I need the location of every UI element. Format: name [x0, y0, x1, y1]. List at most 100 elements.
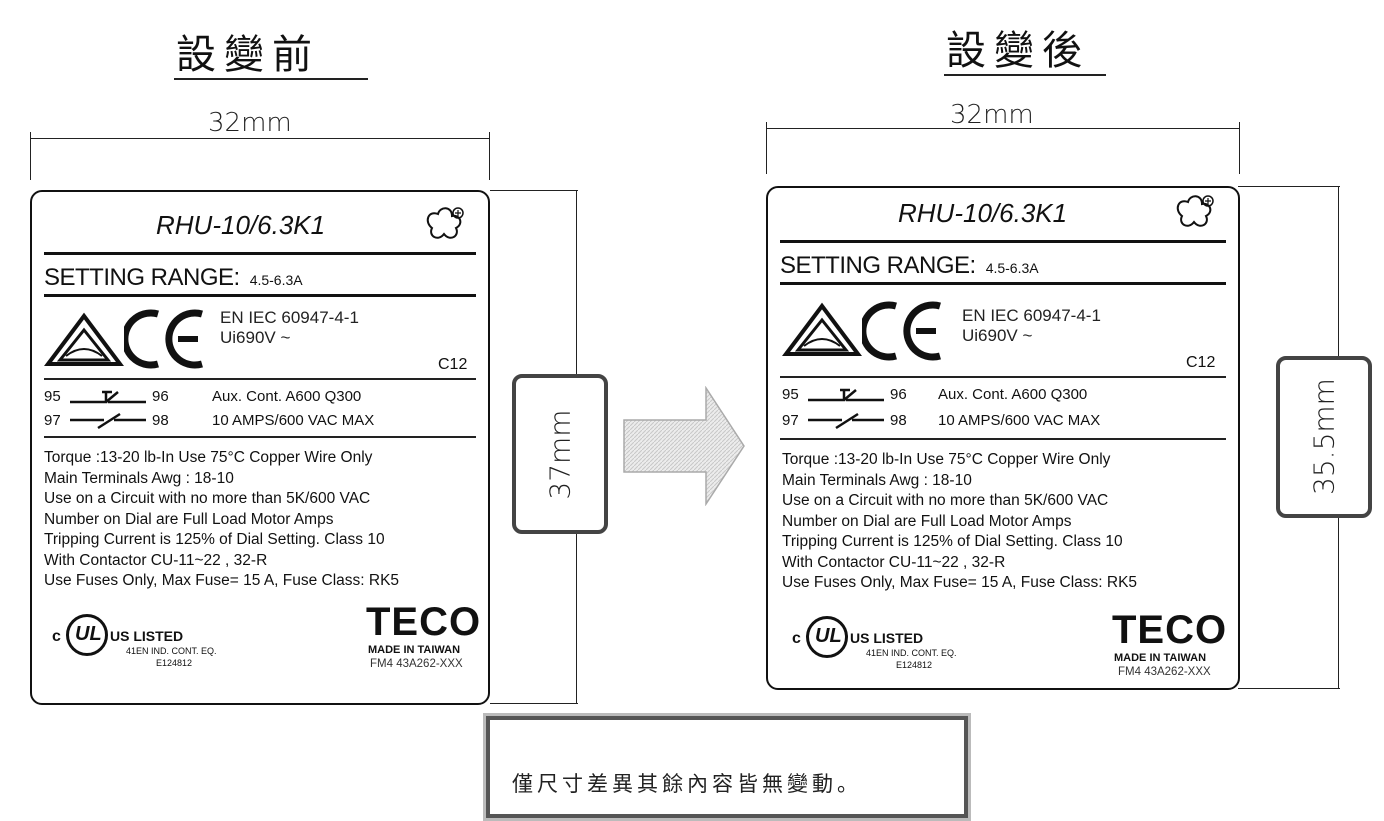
- info-line: Torque :13-20 lb-In Use 75°C Copper Wire…: [782, 451, 1111, 468]
- standard-line2: Ui690V ~: [962, 326, 1033, 345]
- info-line: Tripping Current is 125% of Dial Setting…: [782, 533, 1123, 550]
- no-contact-icon: [808, 412, 884, 430]
- aux-rating: Aux. Cont. A600 Q300: [212, 388, 362, 405]
- brand-logo: TECO: [366, 600, 482, 644]
- setting-range: SETTING RANGE: 4.5-6.3A: [44, 264, 303, 292]
- info-line: Main Terminals Awg : 18-10: [782, 471, 972, 489]
- arrow-right-icon: [623, 386, 745, 506]
- info-line: Number on Dial are Full Load Motor Amps: [44, 510, 334, 528]
- form-number: FM4 43A262-XXX: [1118, 666, 1211, 678]
- category-code: C12: [1186, 354, 1216, 371]
- info-line: Torque :13-20 lb-In Use 75°C Copper Wire…: [44, 449, 373, 466]
- ul-file-number: E124812: [156, 658, 193, 668]
- note-text: 僅尺寸差異其餘內容皆無變動。: [512, 772, 862, 796]
- ul-circle-icon: UL: [66, 614, 108, 656]
- category-code: C12: [438, 356, 468, 373]
- aux-terminal-97: 97: [782, 412, 799, 429]
- csa-mark-icon: [1176, 195, 1214, 227]
- aux-terminal-95: 95: [782, 386, 799, 403]
- height-extension-bottom-before: [490, 703, 578, 704]
- ul-c-letter: c: [792, 630, 801, 647]
- info-line: Main Terminals Awg : 18-10: [44, 469, 234, 487]
- nc-contact-icon: [70, 390, 146, 404]
- width-dimension-line-before: [30, 138, 490, 139]
- ce-mark-icon: [862, 301, 941, 361]
- ul-c-letter: c: [52, 628, 61, 645]
- setting-range-label: SETTING RANGE:: [44, 264, 240, 291]
- setting-range-value: 4.5-6.3A: [985, 260, 1039, 276]
- info-line: With Contactor CU-11~22 , 32-R: [44, 551, 268, 569]
- width-extension-left-before: [30, 132, 31, 180]
- height-dimension-before: 37mm: [543, 409, 577, 500]
- width-dimension-after: 32mm: [950, 100, 1034, 130]
- info-line: Tripping Current is 125% of Dial Setting…: [44, 531, 385, 548]
- divider: [44, 378, 476, 380]
- model-name: RHU-10/6.3K1: [898, 198, 1068, 228]
- aux-max: 10 AMPS/600 VAC MAX: [938, 412, 1101, 429]
- setting-range-value: 4.5-6.3A: [249, 272, 303, 288]
- setting-range: SETTING RANGE: 4.5-6.3A: [780, 252, 1039, 280]
- width-dimension-before: 32mm: [208, 108, 292, 138]
- info-line: Use Fuses Only, Max Fuse= 15 A, Fuse Cla…: [782, 574, 1138, 591]
- height-dimension-box-before: 37mm: [512, 374, 608, 534]
- height-dimension-after: 35.5mm: [1307, 378, 1341, 495]
- width-extension-left-after: [766, 122, 767, 174]
- divider: [780, 282, 1226, 285]
- height-extension-top-after: [1238, 186, 1340, 187]
- divider: [780, 376, 1226, 378]
- aux-terminal-97: 97: [44, 412, 61, 429]
- info-line: With Contactor CU-11~22 , 32-R: [782, 553, 1006, 571]
- ul-circle-icon: UL: [806, 616, 848, 658]
- ul-mark: c UL US LISTED 41EN IND. CONT. EQ. E1248…: [52, 612, 252, 682]
- info-line: Use Fuses Only, Max Fuse= 15 A, Fuse Cla…: [44, 572, 400, 589]
- aux-terminal-95: 95: [44, 388, 61, 405]
- height-dimension-box-after: 35.5mm: [1276, 356, 1372, 518]
- heading-after-underline: [944, 74, 1106, 76]
- height-extension-bottom-after: [1238, 688, 1340, 689]
- nc-contact-icon: [808, 388, 884, 402]
- ul-category: 41EN IND. CONT. EQ.: [126, 646, 217, 656]
- heading-after: 設變後: [946, 28, 1090, 74]
- no-contact-icon: [70, 412, 146, 430]
- aux-terminal-96: 96: [890, 386, 907, 403]
- info-line: Use on a Circuit with no more than 5K/60…: [782, 492, 1109, 509]
- us-listed: US LISTED: [850, 630, 924, 646]
- heading-before-underline: [174, 78, 368, 80]
- aux-max: 10 AMPS/600 VAC MAX: [212, 412, 375, 429]
- info-block: Torque :13-20 lb-In Use 75°C Copper Wire…: [782, 450, 1137, 594]
- ce-mark-icon: [124, 309, 203, 369]
- made-in: MADE IN TAIWAN: [1114, 652, 1207, 664]
- width-extension-right-after: [1239, 122, 1240, 174]
- warning-triangle-icon: [44, 312, 124, 366]
- aux-terminal-98: 98: [152, 412, 169, 429]
- label-after: RHU-10/6.3K1 SETTING RANGE:4.5-6.3A EN I…: [766, 186, 1240, 690]
- info-line: Number on Dial are Full Load Motor Amps: [782, 512, 1072, 530]
- ul-category: 41EN IND. CONT. EQ.: [866, 648, 957, 658]
- aux-terminal-96: 96: [152, 388, 169, 405]
- width-dimension-line-after: [766, 128, 1240, 129]
- divider: [780, 438, 1226, 440]
- info-block: Torque :13-20 lb-In Use 75°C Copper Wire…: [44, 448, 399, 592]
- divider: [44, 252, 476, 255]
- brand-logo: TECO: [1112, 608, 1228, 652]
- setting-range-label: SETTING RANGE:: [780, 252, 976, 279]
- ul-letters: UL: [815, 625, 842, 647]
- note-box: 僅尺寸差異其餘內容皆無變動。: [486, 716, 968, 818]
- divider: [44, 436, 476, 438]
- height-extension-top-before: [490, 190, 578, 191]
- info-line: Use on a Circuit with no more than 5K/60…: [44, 490, 371, 507]
- standard-line1: EN IEC 60947-4-1: [220, 308, 359, 327]
- standard-line2: Ui690V ~: [220, 328, 291, 347]
- width-extension-right-before: [489, 132, 490, 180]
- made-in: MADE IN TAIWAN: [368, 644, 461, 656]
- aux-terminal-98: 98: [890, 412, 907, 429]
- label-before: RHU-10/6.3K1 SETTING RANGE: 4.5-6.3A EN I…: [30, 190, 490, 705]
- aux-rating: Aux. Cont. A600 Q300: [938, 386, 1088, 403]
- ul-letters: UL: [75, 623, 102, 645]
- ul-mark: c UL US LISTED 41EN IND. CONT. EQ. E1248…: [792, 614, 992, 684]
- model-name: RHU-10/6.3K1: [156, 210, 326, 240]
- us-listed: US LISTED: [110, 628, 184, 644]
- divider: [780, 240, 1226, 243]
- ul-file-number: E124812: [896, 660, 933, 670]
- heading-before: 設變前: [176, 32, 320, 78]
